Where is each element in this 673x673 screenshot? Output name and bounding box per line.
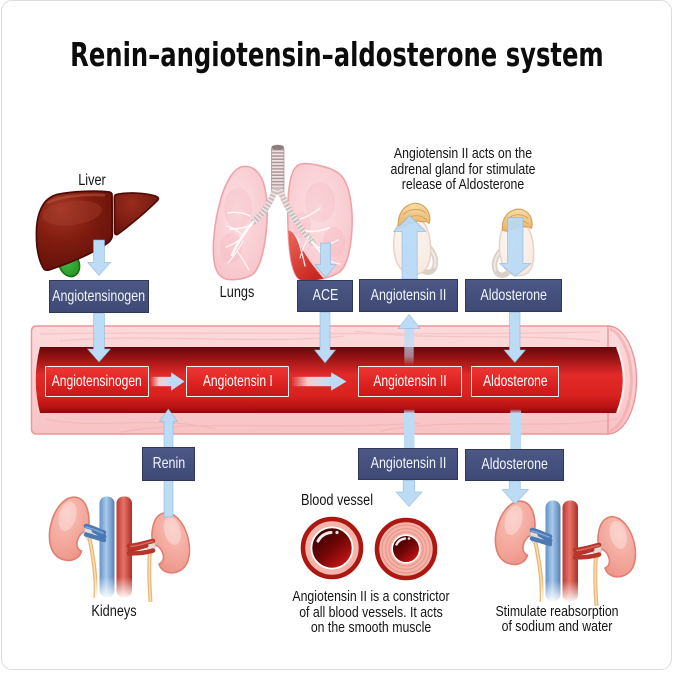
aorta — [116, 496, 132, 598]
blood-vessel-label: Blood vessel — [293, 492, 381, 510]
text-content: Angiotensinogen — [52, 287, 146, 305]
left-lung — [212, 165, 268, 281]
kidney — [48, 496, 90, 562]
arrow-angiotensin1-to-angiotensin2-trail — [292, 376, 331, 387]
text-content: Lungs — [219, 284, 255, 301]
arrow-aldosterone-to-kidney — [501, 480, 529, 505]
text-content: Aldosterone — [480, 286, 547, 304]
kidneys-right-illustration — [489, 497, 642, 606]
text-content: Kidneys — [91, 603, 137, 620]
liver-label: Liver — [75, 172, 109, 190]
kidneys-label: Kidneys — [86, 603, 141, 621]
constrictor-annotation: Angiotensin II is a constrictor of all b… — [275, 589, 467, 636]
text-content: Angiotensin II — [370, 455, 446, 472]
vessel-aldosterone-box: Aldosterone — [471, 366, 559, 397]
text-content: Renin — [152, 455, 185, 472]
arrow-vessel-to-angiotensin2-head — [397, 314, 421, 329]
arrow-angiotensinogen-to-angiotensin1-trail — [150, 376, 171, 387]
lungs-label: Lungs — [216, 284, 258, 302]
arrow-aldosterone-to-vessel — [503, 312, 526, 363]
text-content: Liver — [78, 172, 106, 189]
arrow-vessel-to-angiotensin2-shaft — [404, 327, 414, 366]
text-content: Angiotensin II is a constrictor of all b… — [292, 588, 450, 636]
arrow-lungs-to-ace — [314, 242, 337, 278]
vessel-cross-section-normal — [300, 516, 364, 580]
lungs-illustration — [212, 144, 353, 282]
angiotensinogen-box: Angiotensinogen — [49, 280, 149, 313]
angiotensin2-above-box: Angiotensin II — [359, 279, 458, 312]
aldosterone-above-box: Aldosterone — [465, 279, 562, 312]
text-content: Blood vessel — [300, 492, 374, 509]
vessel-angiotensinogen-box: Angiotensinogen — [45, 366, 149, 397]
text-content: Angiotensin II acts on the adrenal gland… — [390, 145, 536, 193]
arrow-vessel-to-angiotensin2-below — [404, 409, 415, 449]
text-content: Stimulate reabsorption of sodium and wat… — [495, 602, 619, 635]
reabsorption-annotation: Stimulate reabsorption of sodium and wat… — [482, 602, 632, 635]
arrow-ace-to-vessel — [314, 312, 336, 364]
arrow-angiotensin2-to-blood-vessel — [395, 480, 423, 507]
arrow-angiotensin1-to-angiotensin2-head — [331, 372, 347, 391]
arrow-adrenal-to-aldosterone — [499, 217, 532, 277]
angiotensin2-below-box: Angiotensin II — [358, 448, 458, 480]
text-content: Angiotensin I — [202, 372, 273, 390]
text-content: ACE — [312, 287, 338, 304]
aldosterone-below-box: Aldosterone — [465, 449, 564, 481]
liver-right-lobe — [113, 192, 160, 236]
page-title: Renin–angiotensin–aldosterone system — [0, 31, 673, 77]
ace-box: ACE — [297, 280, 353, 312]
arrows — [87, 215, 532, 518]
arrow-angiotensin2-to-adrenal — [393, 215, 427, 280]
text-content: Aldosterone — [482, 372, 548, 390]
text-content: Angiotensinogen — [51, 372, 143, 390]
vessel-angiotensin2-box: Angiotensin II — [358, 366, 462, 397]
arrow-liver-to-angiotensinogen — [87, 239, 111, 276]
kidneys-illustration — [48, 496, 191, 603]
right-lung-lower-lobe — [288, 230, 324, 281]
vessel-angiotensin1-box: Angiotensin I — [186, 366, 289, 397]
trachea — [271, 145, 285, 195]
text-content: Aldosterone — [481, 456, 548, 473]
vessel-cross-section-constricted — [374, 517, 438, 581]
text-content: Angiotensin II — [370, 286, 447, 304]
arrow-vessel-to-aldosterone-below — [510, 409, 522, 450]
adrenal-annotation: Angiotensin II acts on the adrenal gland… — [375, 146, 552, 193]
text-content: Angiotensin II — [373, 372, 447, 390]
text-content: Renin–angiotensin–aldosterone system — [69, 34, 604, 74]
arrow-angiotensinogen-to-angiotensin1-head — [171, 372, 185, 391]
arrow-angiotensinogen-to-vessel — [87, 313, 111, 363]
renal-vessels — [83, 523, 156, 556]
vena-cava — [99, 496, 115, 598]
renin-box: Renin — [142, 447, 195, 481]
